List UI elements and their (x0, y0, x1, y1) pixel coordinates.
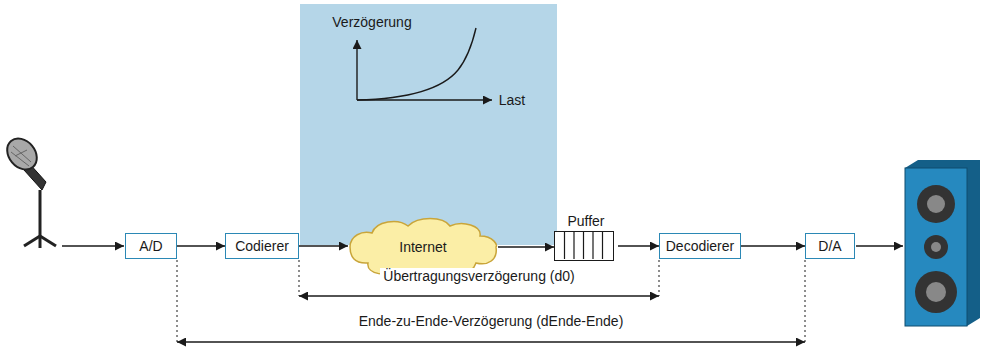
signal-arrow (618, 245, 659, 246)
signal-arrow (741, 245, 805, 246)
process-box: Decodierer (659, 233, 741, 259)
signal-arrow (856, 245, 903, 246)
node-label: Decodierer (666, 238, 734, 255)
loudspeaker (905, 160, 980, 326)
process-box: A/D (125, 233, 177, 259)
dimension-label: Ende-zu-Ende-Verzögerung (dEnde-Ende) (356, 313, 627, 330)
signal-arrow (177, 245, 225, 246)
reference-lines (177, 260, 805, 342)
node-label: D/A (818, 238, 841, 255)
axis-label: Verzögerung (329, 14, 414, 31)
process-box: D/A (805, 233, 855, 259)
microphone (1, 133, 56, 248)
dimension-arrow (177, 341, 805, 342)
axis-label: Last (496, 92, 528, 109)
load-delay-chart (357, 28, 492, 100)
buffer-label: Puffer (554, 213, 618, 231)
signal-arrow (62, 245, 124, 246)
buffer-cells (554, 231, 614, 261)
node-label: Internet (399, 239, 446, 256)
network-region (300, 4, 557, 245)
process-box: Codierer (225, 233, 299, 259)
dimension-label: Übertragungsverzögerung (d0) (380, 268, 577, 285)
signal-arrow (498, 246, 554, 247)
node-label: Codierer (235, 238, 289, 255)
node-label: A/D (139, 238, 162, 255)
buffer-queue: Puffer (554, 213, 618, 261)
signal-arrow (299, 245, 348, 246)
dimension-arrow (299, 295, 659, 296)
